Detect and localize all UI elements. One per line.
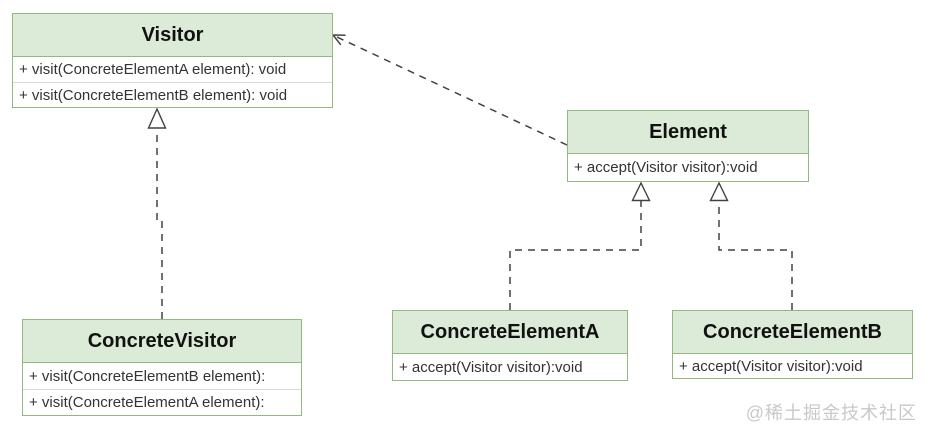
class-method: + visit(ConcreteElementA element): void	[19, 61, 287, 78]
class-title-concrete-element-b: ConcreteElementB	[673, 311, 912, 354]
class-method: + accept(Visitor visitor):void	[574, 159, 758, 176]
realization-line	[718, 201, 793, 310]
class-box-element: Element + accept(Visitor visitor):void	[567, 110, 809, 182]
class-box-visitor: Visitor + visit(ConcreteElementA element…	[12, 13, 333, 108]
class-box-concrete-element-a: ConcreteElementA + accept(Visitor visito…	[392, 310, 628, 381]
hollow-triangle-icon	[709, 181, 729, 202]
class-method: + accept(Visitor visitor):void	[399, 358, 583, 376]
dependency-connector-element-to-visitor	[331, 34, 568, 146]
open-arrowhead-icon	[331, 34, 346, 46]
class-method: + visit(ConcreteElementB element): void	[13, 82, 332, 107]
hollow-triangle-icon	[147, 107, 167, 129]
class-method: + visit(ConcreteElementA element):	[23, 389, 301, 415]
watermark-text: @稀土掘金技术社区	[745, 403, 917, 423]
realization-connector-concreteelementa-to-element	[509, 181, 651, 310]
realization-connector-concreteelementb-to-element	[709, 181, 793, 310]
class-method: + visit(ConcreteElementB element):	[29, 367, 266, 385]
hollow-triangle-icon	[631, 181, 651, 202]
class-title-visitor: Visitor	[13, 14, 332, 57]
class-box-concrete-visitor: ConcreteVisitor + visit(ConcreteElementB…	[22, 319, 302, 416]
realization-line	[509, 201, 642, 310]
realization-line	[156, 129, 163, 319]
realization-connector-concretevisitor-to-visitor	[147, 107, 167, 319]
class-title-concrete-element-a: ConcreteElementA	[393, 311, 627, 354]
class-title-concrete-visitor: ConcreteVisitor	[23, 320, 301, 363]
class-method: + accept(Visitor visitor):void	[679, 357, 863, 375]
dependency-line	[336, 36, 568, 146]
class-title-element: Element	[568, 111, 808, 154]
class-box-concrete-element-b: ConcreteElementB + accept(Visitor visito…	[672, 310, 913, 379]
